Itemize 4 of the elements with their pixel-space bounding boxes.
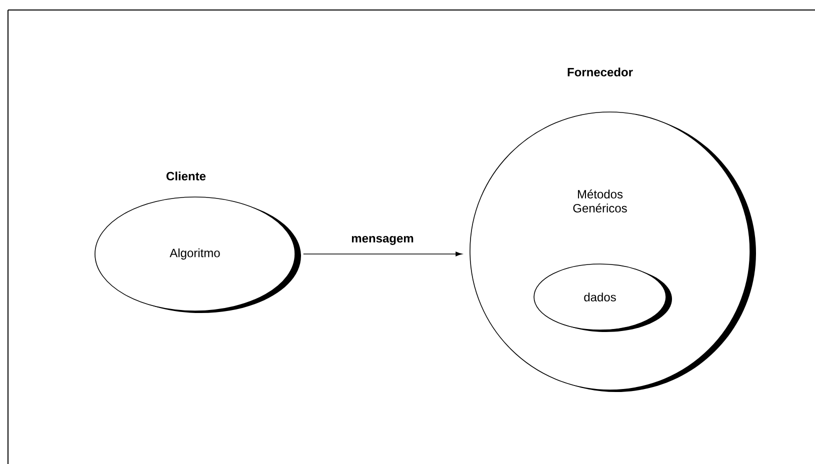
arrow: [303, 252, 462, 256]
node-label: Cliente: [166, 172, 206, 180]
edge-label: mensagem: [352, 236, 414, 245]
node-label: Fornecedor: [568, 68, 633, 76]
